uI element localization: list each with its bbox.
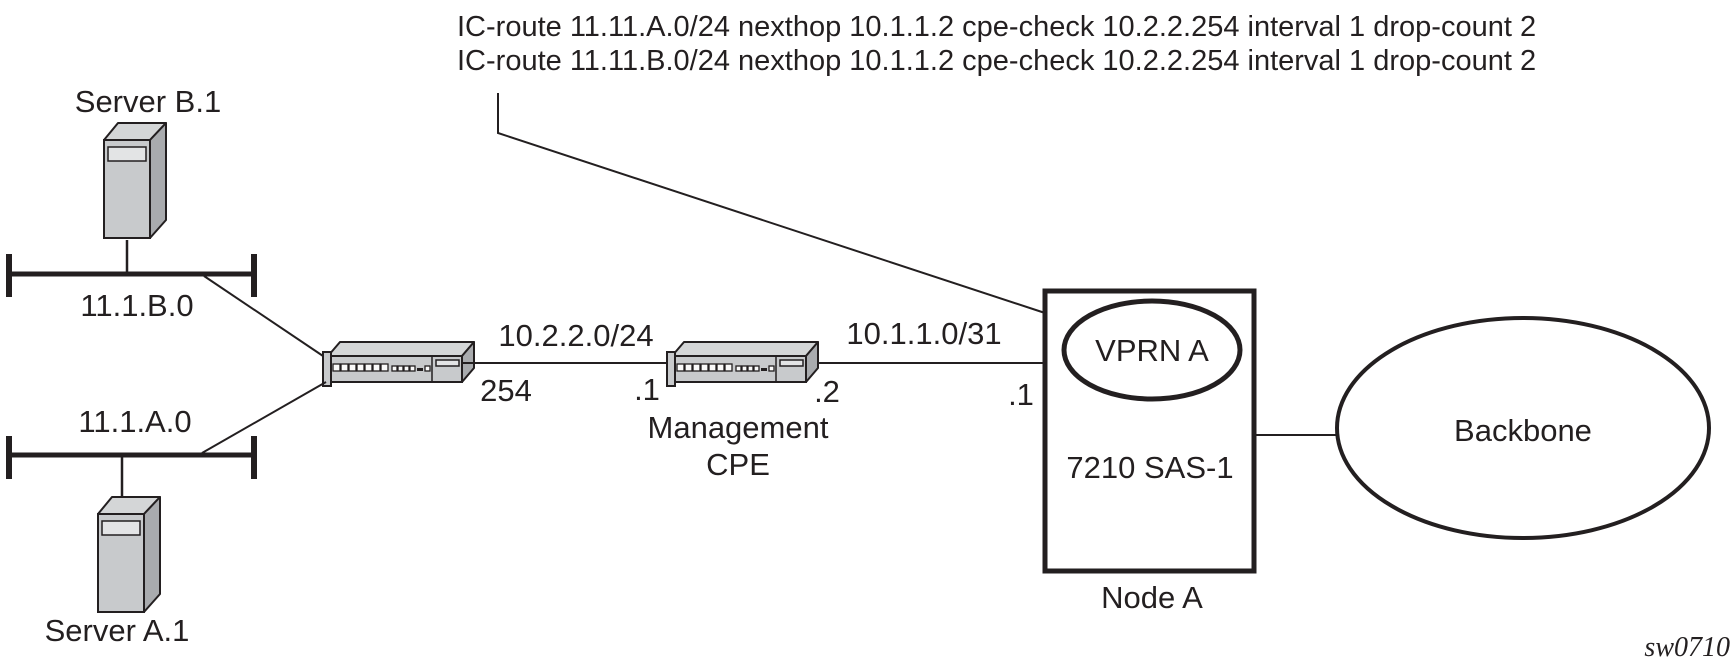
cpe-right-ip-label: .2	[814, 374, 840, 409]
server-b1-label: Server B.1	[75, 84, 221, 119]
server-a1-icon	[97, 496, 161, 613]
ic-route-config-line-2: IC-route 11.11.B.0/24 nexthop 10.1.1.2 c…	[457, 45, 1536, 77]
lan-b-subnet-label: 11.1.B.0	[80, 288, 193, 323]
node-a-platform-label: 7210 SAS-1	[1066, 450, 1233, 485]
access-router-icon	[322, 341, 475, 387]
lan-a-subnet-label: 11.1.A.0	[78, 404, 191, 439]
server-a1-label: Server A.1	[45, 613, 190, 648]
ic-route-config-line-1: IC-route 11.11.A.0/24 nexthop 10.1.1.2 c…	[457, 11, 1536, 43]
cpe-left-ip-label: .1	[634, 372, 660, 407]
management-cpe-label-line2: CPE	[706, 447, 770, 482]
management-cpe-icon	[666, 341, 819, 387]
config-callout-line	[497, 93, 1046, 314]
vprn-a-ellipse	[1061, 298, 1243, 402]
vprn-a-label: VPRN A	[1095, 333, 1209, 368]
node-a-ip-label: .1	[1008, 377, 1034, 412]
management-cpe-label-line1: Management	[648, 410, 829, 445]
figure-id-label: sw0710	[1644, 632, 1730, 663]
backbone-label: Backbone	[1454, 413, 1592, 448]
backbone-group: Backbone	[1335, 316, 1711, 540]
router-ip-label: 254	[480, 373, 532, 408]
node-a-caption: Node A	[1101, 580, 1203, 615]
node-a-group: VPRN A 7210 SAS-1 Node A	[1042, 288, 1257, 615]
node-link-subnet-label: 10.1.1.0/31	[846, 316, 1001, 351]
lan-b-segment: Server B.1 11.1.B.0	[6, 84, 475, 387]
cpe-link-subnet-label: 10.2.2.0/24	[498, 318, 653, 353]
backbone-ellipse	[1335, 316, 1711, 540]
lan-b-to-router-link	[203, 275, 327, 359]
lan-a-segment: 11.1.A.0 Server A.1	[6, 381, 327, 648]
server-b1-icon	[103, 122, 167, 239]
lan-a-to-router-link	[201, 381, 327, 454]
